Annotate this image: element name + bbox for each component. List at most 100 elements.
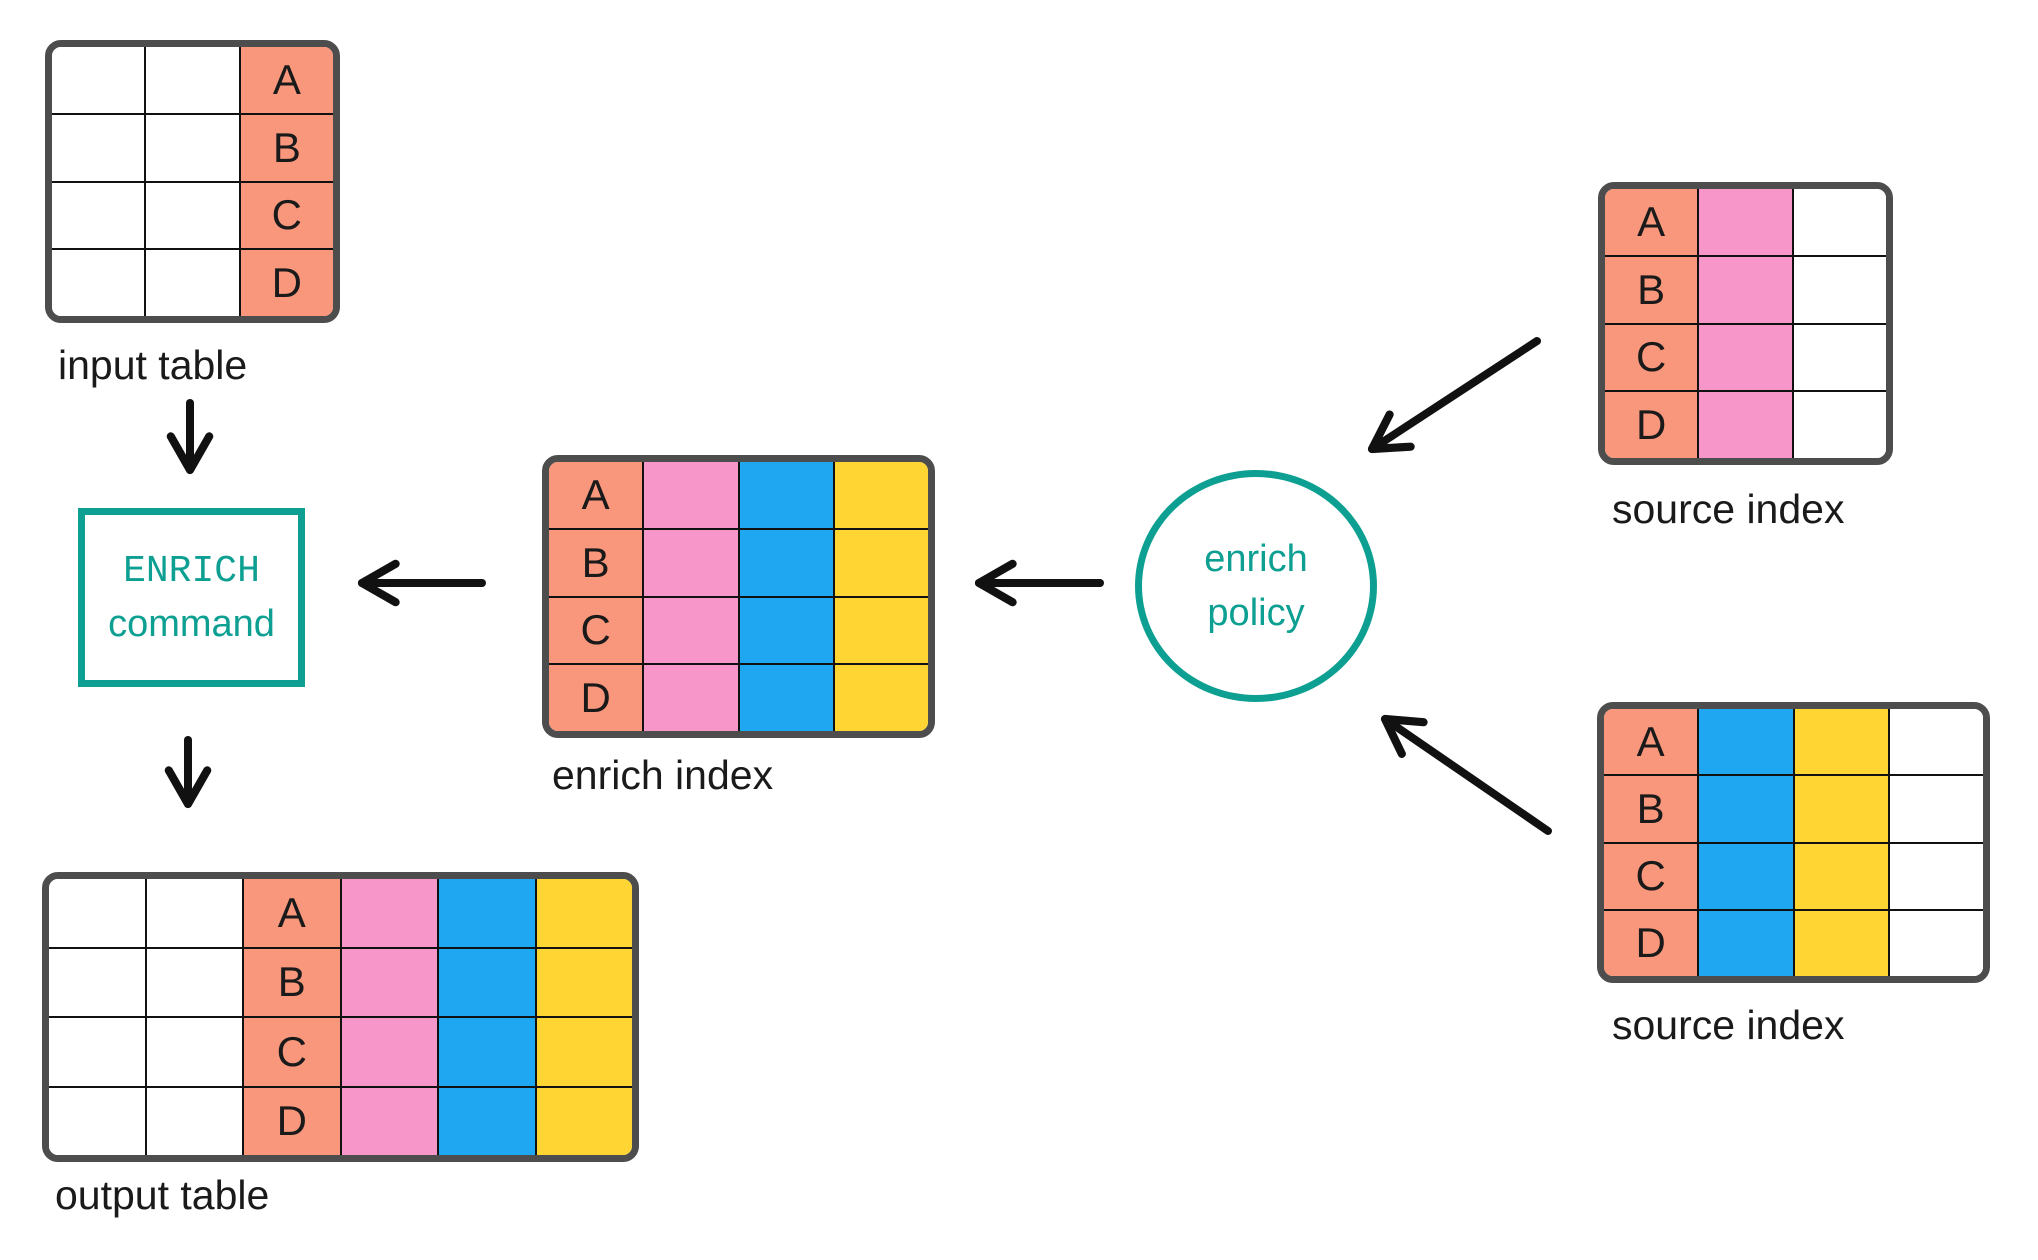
table-cell — [739, 598, 833, 666]
table-cell — [644, 598, 738, 666]
table-cell — [644, 530, 738, 598]
table-cell — [1699, 776, 1793, 844]
table-cell — [1794, 844, 1888, 911]
table-cell: D — [1635, 401, 1667, 449]
table-cell — [739, 462, 833, 530]
table-cell — [1890, 911, 1983, 976]
table-cell: D — [580, 674, 611, 722]
table-cell — [1699, 257, 1792, 325]
table-column — [1794, 709, 1890, 976]
table-cell — [146, 115, 239, 183]
table-cell — [146, 949, 242, 1018]
arrow-source-top-to-policy — [1367, 337, 1541, 454]
table-cell — [1794, 776, 1888, 844]
table-cell — [1795, 911, 1888, 976]
table-cell: A — [240, 47, 333, 115]
table-cell — [49, 879, 145, 949]
table-cell — [536, 879, 632, 949]
table-cell — [834, 598, 928, 666]
table-column — [146, 879, 244, 1156]
table-cell — [52, 250, 144, 316]
table-cell: A — [549, 462, 643, 530]
table-cell: B — [549, 530, 643, 598]
table-cell: C — [244, 1018, 340, 1088]
table-cell — [146, 1018, 242, 1088]
table-column — [1889, 709, 1983, 976]
table-cell: C — [549, 598, 643, 666]
table-cell — [439, 949, 535, 1018]
table-column — [739, 462, 835, 731]
table-cell — [147, 1088, 243, 1156]
table-cell — [1699, 709, 1793, 777]
table-cell — [1794, 709, 1888, 777]
table-cell — [536, 949, 632, 1018]
table-cell — [439, 1088, 535, 1156]
table-cell — [1793, 189, 1886, 257]
table-cell — [52, 47, 145, 115]
table-column — [644, 462, 740, 731]
table-cell — [1889, 776, 1983, 844]
table-cell — [1889, 709, 1983, 777]
arrow-source-bottom-to-policy — [1380, 714, 1552, 835]
table-cell: C — [240, 183, 333, 251]
table-cell — [146, 879, 242, 949]
table-cell — [834, 462, 928, 530]
table-cell — [146, 250, 238, 316]
table-cell: B — [240, 115, 333, 183]
table-cell — [644, 462, 738, 530]
table-cell — [1699, 911, 1792, 976]
table-cell — [834, 530, 928, 598]
table-cell — [52, 115, 145, 183]
table-cell — [342, 1088, 438, 1156]
enrich-policy-line1: enrich — [1204, 538, 1308, 580]
table-cell — [739, 530, 833, 598]
table-cell: D — [1635, 919, 1666, 967]
table-cell — [341, 1018, 437, 1088]
table-cell — [835, 665, 928, 731]
table-cell — [644, 665, 737, 731]
table-column — [834, 462, 928, 731]
table-cell: D — [271, 259, 302, 307]
enrich-command-box: ENRICH command — [78, 508, 305, 687]
table-cell — [52, 183, 145, 251]
source-index-top-label: source index — [1612, 486, 1845, 532]
table-cell — [146, 183, 239, 251]
enrich-command-line2: command — [108, 602, 275, 645]
enrich-index-label: enrich index — [552, 752, 774, 798]
table-cell: B — [1604, 776, 1698, 844]
table-cell: A — [244, 879, 340, 949]
table-cell — [1699, 189, 1792, 257]
enrich-policy-line2: policy — [1207, 592, 1305, 634]
enrich-command-line1: ENRICH — [123, 549, 260, 593]
enrich-policy-circle: enrich policy — [1135, 470, 1377, 702]
table-cell — [1793, 325, 1886, 393]
table-cell — [740, 665, 833, 731]
table-column — [1699, 189, 1794, 458]
table-cell — [49, 1088, 145, 1156]
table-column — [1699, 709, 1795, 976]
table-cell: D — [276, 1097, 307, 1145]
source-index-bottom-label: source index — [1612, 1002, 1845, 1048]
table-column — [536, 879, 632, 1155]
table-cell — [49, 1018, 145, 1088]
table-column — [52, 47, 147, 316]
table-cell — [1889, 844, 1983, 911]
table-cell: A — [1604, 709, 1698, 777]
table-column — [439, 879, 537, 1155]
table-cell: B — [1605, 257, 1698, 325]
table-cell: C — [1605, 325, 1698, 393]
table-column — [146, 47, 241, 316]
table-cell: C — [1604, 844, 1698, 911]
table-cell — [1793, 257, 1886, 325]
table-cell: A — [1605, 189, 1698, 257]
